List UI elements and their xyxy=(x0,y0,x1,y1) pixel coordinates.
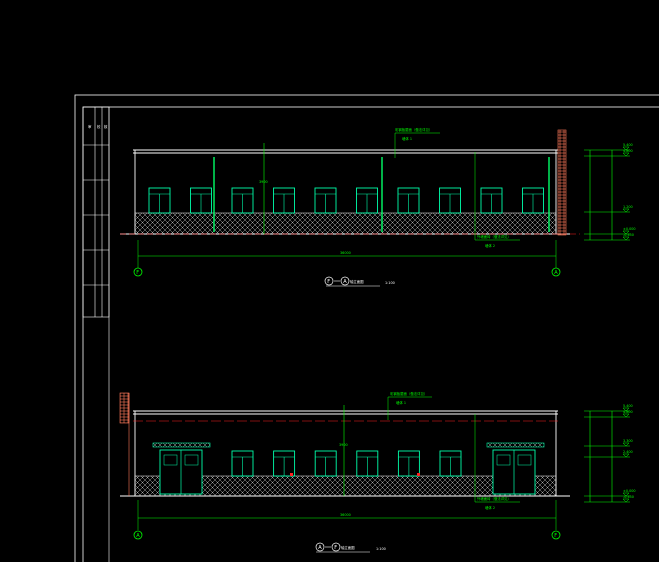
elevation-top: 3900 彩钢板屋面（做法详见） 墙体 1 外墙面砖（做法详见） 墙体 2 36… xyxy=(120,127,636,287)
svg-text:审: 审 xyxy=(88,124,92,129)
level-mark: 3.300 xyxy=(584,439,633,447)
window xyxy=(439,187,461,214)
svg-text:36000: 36000 xyxy=(340,251,351,255)
elevation-bottom: 3900 彩钢板屋面（做法详见） 墙体 1 外墙面砖（做法详见） 墙体 2 36… xyxy=(119,391,636,553)
svg-text:轴立面图: 轴立面图 xyxy=(350,279,364,284)
level-mark: ±0.000 xyxy=(584,489,636,497)
svg-text:校: 校 xyxy=(97,124,101,129)
svg-text:F: F xyxy=(327,279,330,285)
level-mark: -0.450 xyxy=(584,233,634,241)
level-label: 3.300 xyxy=(623,439,633,443)
svg-text:A: A xyxy=(318,545,322,551)
svg-text:墙体 2: 墙体 2 xyxy=(485,505,495,510)
svg-text:A: A xyxy=(343,279,347,285)
svg-text:核: 核 xyxy=(104,124,108,129)
window xyxy=(439,450,462,477)
svg-text:彩钢板屋面（做法详见）: 彩钢板屋面（做法详见） xyxy=(390,391,427,396)
level-mark: ±0.000 xyxy=(584,227,636,235)
level-label: 4.800 xyxy=(623,410,633,414)
level-label: -0.450 xyxy=(623,495,634,499)
svg-text:墙体 1: 墙体 1 xyxy=(396,400,406,405)
top-roof-note: 彩钢板屋面（做法详见） 墙体 1 xyxy=(394,127,440,158)
top-windows xyxy=(148,187,544,214)
svg-text:1:100: 1:100 xyxy=(376,547,386,551)
level-mark: 4.800 xyxy=(584,410,633,418)
svg-text:3900: 3900 xyxy=(259,180,268,184)
window xyxy=(231,187,254,214)
level-label: 2.400 xyxy=(623,450,633,454)
svg-text:F: F xyxy=(136,270,139,276)
level-label: -0.450 xyxy=(623,233,634,237)
bottom-red-markers xyxy=(290,473,420,476)
window xyxy=(190,187,212,214)
top-drawing-title: F A 轴立面图 1:100 xyxy=(324,276,395,287)
window xyxy=(273,187,295,214)
svg-text:墙体 2: 墙体 2 xyxy=(485,243,495,248)
window xyxy=(522,187,544,214)
level-label: ±0.000 xyxy=(623,489,636,493)
svg-text:外墙面砖（做法详见）: 外墙面砖（做法详见） xyxy=(477,496,511,501)
window xyxy=(314,450,337,477)
drawing-frame xyxy=(74,94,659,562)
svg-text:F: F xyxy=(334,545,337,551)
bottom-level-marks: 5.400 4.800 3.300 2.400 ±0.000 -0.450 xyxy=(584,404,636,503)
level-label: 1.200 xyxy=(623,205,633,209)
signoff-table: 审 校 核 xyxy=(82,106,110,562)
top-downpipes xyxy=(213,157,550,232)
bottom-wall-note: 外墙面砖（做法详见） 墙体 2 xyxy=(474,414,520,510)
svg-text:1:100: 1:100 xyxy=(385,281,395,285)
level-mark: 5.400 xyxy=(584,404,633,412)
window xyxy=(397,450,420,477)
bottom-door-right xyxy=(486,442,545,495)
bottom-total-dim: 36000 xyxy=(137,500,557,530)
svg-text:外墙面砖（做法详见）: 外墙面砖（做法详见） xyxy=(477,234,511,239)
window xyxy=(356,450,379,477)
window xyxy=(314,187,337,214)
svg-text:A: A xyxy=(136,533,140,539)
level-mark: 4.800 xyxy=(584,149,633,157)
bottom-mid-dim: 3900 xyxy=(339,405,348,496)
level-label: 5.400 xyxy=(623,404,633,408)
level-label: ±0.000 xyxy=(623,227,636,231)
level-mark: -0.450 xyxy=(584,495,634,503)
window xyxy=(231,450,254,477)
svg-text:墙体 1: 墙体 1 xyxy=(402,136,412,141)
svg-text:3900: 3900 xyxy=(339,443,348,447)
window xyxy=(356,187,378,214)
bottom-brick-column xyxy=(119,392,130,424)
level-mark: 2.400 xyxy=(584,450,633,458)
bottom-windows xyxy=(231,450,462,477)
bottom-plinth-hatch xyxy=(134,475,557,497)
top-plinth-hatch xyxy=(134,212,557,235)
top-mid-dim: 3900 xyxy=(259,143,268,234)
svg-text:36000: 36000 xyxy=(340,513,351,517)
window xyxy=(273,450,296,477)
bottom-axis-right: F xyxy=(551,530,561,540)
svg-text:轴立面图: 轴立面图 xyxy=(341,545,355,550)
top-axis-right: A xyxy=(551,267,561,277)
top-wall-note: 外墙面砖（做法详见） 墙体 2 xyxy=(474,152,520,248)
window xyxy=(480,187,503,214)
top-total-dim: 36000 xyxy=(137,240,557,268)
top-level-marks: 5.400 4.800 1.200 ±0.000 -0.450 xyxy=(584,143,636,241)
bottom-roof-note: 彩钢板屋面（做法详见） 墙体 1 xyxy=(387,391,432,420)
bottom-axis-left: A xyxy=(133,530,143,540)
level-mark: 5.400 xyxy=(584,143,633,151)
svg-text:F: F xyxy=(554,533,557,539)
level-label: 5.400 xyxy=(623,143,633,147)
bottom-drawing-title: A F 轴立面图 1:100 xyxy=(315,542,386,553)
bottom-door-left xyxy=(152,442,211,495)
top-axis-left: F xyxy=(133,267,143,277)
level-label: 4.800 xyxy=(623,149,633,153)
window xyxy=(148,187,171,214)
svg-text:彩钢板屋面（做法详见）: 彩钢板屋面（做法详见） xyxy=(395,127,432,132)
top-brick-column xyxy=(557,129,567,236)
window xyxy=(397,187,420,214)
level-mark: 1.200 xyxy=(584,205,633,213)
svg-text:A: A xyxy=(554,270,558,276)
